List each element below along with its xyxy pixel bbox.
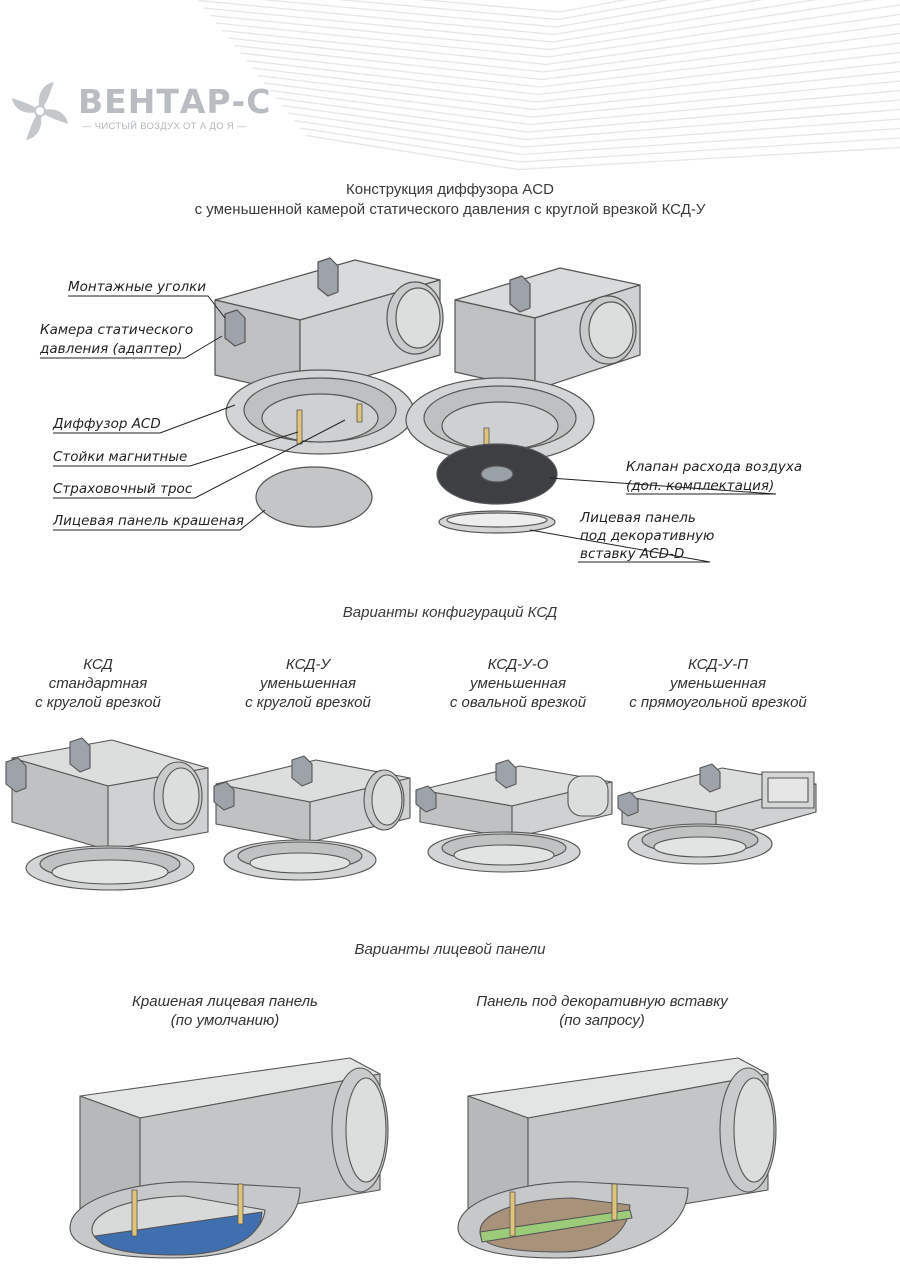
config-code: КСД-У-П bbox=[687, 656, 748, 673]
config-label-ksd-u-p: КСД-У-П уменьшенная с прямоугольной врез… bbox=[608, 655, 828, 712]
header-decor-line bbox=[281, 104, 900, 141]
header-decor-line bbox=[239, 42, 900, 88]
config-line3: с круглой врезкой bbox=[35, 694, 161, 711]
config-code: КСД-У-О bbox=[487, 656, 549, 673]
ksd-u-p-unit bbox=[617, 763, 817, 865]
panel-line2: (по умолчанию) bbox=[170, 1012, 280, 1029]
config-line2: уменьшенная bbox=[260, 675, 356, 692]
callout-chamber-line1: Камера статического bbox=[40, 322, 193, 338]
configurations-illustration bbox=[5, 737, 817, 891]
config-label-ksd: КСД стандартная с круглой врезкой bbox=[0, 655, 208, 712]
config-label-ksd-u-o: КСД-У-О уменьшенная с овальной врезкой bbox=[408, 655, 628, 712]
header-decor-line bbox=[418, 0, 628, 13]
header-decor-line bbox=[275, 97, 900, 133]
brand-tagline: — ЧИСТЫЙ ВОЗДУХ ОТ А ДО Я — bbox=[82, 121, 247, 132]
config-code: КСД-У bbox=[285, 656, 331, 673]
header-decor-line bbox=[257, 70, 900, 111]
header-decor-line bbox=[259, 0, 715, 28]
callout-insert-panel-line3: вставку ACD-D bbox=[580, 546, 684, 562]
callout-diffuser: Диффузор ACD bbox=[52, 416, 161, 432]
construction-title-line1: Конструкция диффузора ACD bbox=[346, 181, 554, 198]
ksd-u-unit bbox=[213, 755, 411, 881]
config-line2: уменьшенная bbox=[470, 675, 566, 692]
config-label-ksd-u: КСД-У уменьшенная с круглой врезкой bbox=[198, 655, 418, 712]
config-line2: уменьшенная bbox=[670, 675, 766, 692]
header-decor-line bbox=[203, 0, 818, 43]
config-line3: с овальной врезкой bbox=[449, 694, 587, 711]
callout-insert-panel-line2: под декоративную bbox=[580, 528, 714, 544]
header-decor-line bbox=[251, 61, 900, 103]
callout-magnetic-posts: Стойки магнитные bbox=[53, 449, 187, 465]
callout-valve-line1: Клапан расхода воздуха bbox=[626, 459, 802, 475]
painted-panel-section bbox=[69, 1057, 389, 1259]
header-decor-line bbox=[287, 112, 900, 148]
header-decor-line bbox=[245, 51, 900, 96]
header-decor-line bbox=[227, 23, 900, 73]
header-decor-line bbox=[337, 0, 670, 21]
header-decor-line bbox=[263, 80, 900, 118]
callout-painted-panel: Лицевая панель крашеная bbox=[52, 513, 244, 529]
configurations-title: Варианты конфигураций КСД bbox=[342, 604, 558, 621]
callout-insert-panel-line1: Лицевая панель bbox=[579, 510, 696, 526]
config-line3: с прямоугольной врезкой bbox=[629, 694, 807, 711]
panel-label-insert: Панель под декоративную вставку (по запр… bbox=[452, 992, 752, 1030]
brand-name: ВЕНТАР-С bbox=[78, 82, 272, 121]
construction-title: Конструкция диффузора ACD с уменьшенной … bbox=[0, 180, 900, 220]
header-decor-line bbox=[215, 4, 900, 58]
config-line2: стандартная bbox=[48, 675, 148, 692]
panel-line1: Панель под декоративную вставку bbox=[476, 993, 728, 1010]
header-decor-lines bbox=[197, 0, 900, 171]
header-decor-line bbox=[197, 0, 764, 36]
panel-line2: (по запросу) bbox=[559, 1012, 645, 1029]
insert-panel-section bbox=[457, 1057, 777, 1259]
panel-line1: Крашеная лицевая панель bbox=[132, 993, 318, 1010]
callout-chamber-line2: давления (адаптер) bbox=[39, 341, 183, 357]
header-decor-line bbox=[269, 89, 900, 126]
construction-illustration: Монтажные уголки Камера статического дав… bbox=[39, 257, 802, 563]
construction-title-line2: с уменьшенной камерой статического давле… bbox=[194, 201, 706, 218]
callout-valve-line2: (доп. комплектация) bbox=[626, 478, 774, 494]
config-line3: с круглой врезкой bbox=[245, 694, 371, 711]
header-decor-line bbox=[293, 119, 900, 156]
config-code: КСД bbox=[83, 656, 113, 673]
callout-safety-cable: Страховочный трос bbox=[53, 481, 193, 497]
header-decor-line bbox=[299, 127, 900, 163]
panels-title: Варианты лицевой панели bbox=[354, 941, 546, 958]
callout-mounting-brackets: Монтажные уголки bbox=[68, 279, 206, 295]
ksd-standard-unit bbox=[5, 737, 209, 891]
brand-fan-icon bbox=[12, 82, 68, 140]
header-decor-line bbox=[221, 13, 900, 66]
header-decor-line bbox=[233, 32, 900, 81]
panels-illustration bbox=[69, 1057, 777, 1259]
header-decor-line bbox=[305, 134, 900, 171]
header-decor-line bbox=[209, 0, 876, 51]
ksd-u-o-unit bbox=[415, 759, 613, 873]
panel-label-painted: Крашеная лицевая панель (по умолчанию) bbox=[75, 992, 375, 1030]
